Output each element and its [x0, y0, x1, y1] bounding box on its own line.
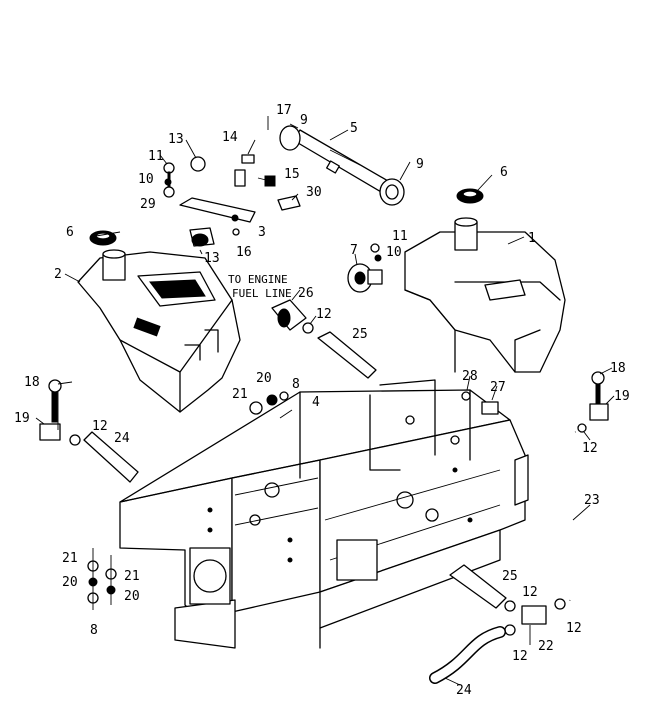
note-line-1: TO ENGINE — [228, 273, 288, 286]
callout-12-bottom-c: 12 — [512, 649, 528, 664]
callout-27: 27 — [490, 380, 506, 395]
callout-6-right: 6 — [500, 165, 508, 180]
callout-22: 22 — [538, 639, 554, 654]
callout-8-lower: 8 — [90, 623, 98, 638]
callout-3: 3 — [258, 225, 266, 240]
callout-26: 26 — [298, 286, 314, 301]
note-line-2: FUEL LINE — [232, 287, 292, 300]
callout-21-lower-right: 21 — [124, 569, 140, 584]
callout-12-right: 12 — [582, 441, 598, 456]
callout-21-lower-left: 21 — [62, 551, 78, 566]
callout-12-filter: 12 — [316, 307, 332, 322]
callout-28: 28 — [462, 369, 478, 384]
callout-12-bottom-b: 12 — [566, 621, 582, 636]
callout-9-top: 9 — [300, 113, 308, 128]
callout-15: 15 — [284, 167, 300, 182]
callout-16: 16 — [236, 245, 252, 260]
callout-23: 23 — [584, 493, 600, 508]
callout-11-right: 11 — [392, 229, 408, 244]
callout-12-left: 12 — [92, 419, 108, 434]
cross-tube — [279, 125, 405, 206]
callout-9-right: 9 — [416, 157, 424, 172]
washer-group-center — [249, 391, 289, 415]
left-fuel-tank — [77, 251, 241, 413]
right-fuel-cap — [454, 188, 484, 251]
callout-20-lower-right: 20 — [124, 589, 140, 604]
fuel-filter — [271, 299, 377, 379]
callout-labels: 17 9 5 9 6 13 14 11 10 29 15 30 3 13 16 … — [14, 103, 630, 698]
left-fittings — [39, 379, 139, 483]
lower-left-fasteners — [87, 548, 117, 610]
callout-1: 1 — [528, 231, 536, 246]
callout-24-bottom: 24 — [456, 683, 472, 698]
callout-4: 4 — [312, 395, 320, 410]
callout-18-right: 18 — [610, 361, 626, 376]
callout-12-bottom-a: 12 — [522, 585, 538, 600]
callout-20-lower-left: 20 — [62, 575, 78, 590]
callout-18-left: 18 — [24, 375, 40, 390]
callout-5: 5 — [350, 121, 358, 136]
callout-13-top: 13 — [168, 132, 184, 147]
leader-lines — [35, 116, 615, 686]
shutoff-valve — [347, 243, 383, 293]
callout-25-bottom: 25 — [502, 569, 518, 584]
callout-29: 29 — [140, 197, 156, 212]
callout-11-left: 11 — [148, 149, 164, 164]
callout-25-top: 25 — [352, 327, 368, 342]
callout-24-left: 24 — [114, 431, 130, 446]
callout-10-right: 10 — [386, 245, 402, 260]
callout-17: 17 — [276, 103, 292, 118]
left-fuel-cap — [89, 230, 126, 281]
right-fittings — [461, 371, 609, 433]
callout-7: 7 — [350, 243, 358, 258]
callout-6-left: 6 — [66, 225, 74, 240]
tee-fitting — [504, 598, 566, 636]
mount-plate — [163, 154, 301, 247]
callout-2: 2 — [54, 267, 62, 282]
callout-13-bottom: 13 — [204, 251, 220, 266]
right-fuel-tank — [404, 231, 566, 373]
callout-19-right: 19 — [614, 389, 630, 404]
callout-30: 30 — [306, 185, 322, 200]
main-frame — [119, 379, 529, 649]
callout-14: 14 — [222, 130, 238, 145]
callout-20-center: 20 — [256, 371, 272, 386]
callout-21-center: 21 — [232, 387, 248, 402]
callout-8-center: 8 — [292, 377, 300, 392]
callout-19-left: 19 — [14, 411, 30, 426]
callout-10-left: 10 — [138, 172, 154, 187]
